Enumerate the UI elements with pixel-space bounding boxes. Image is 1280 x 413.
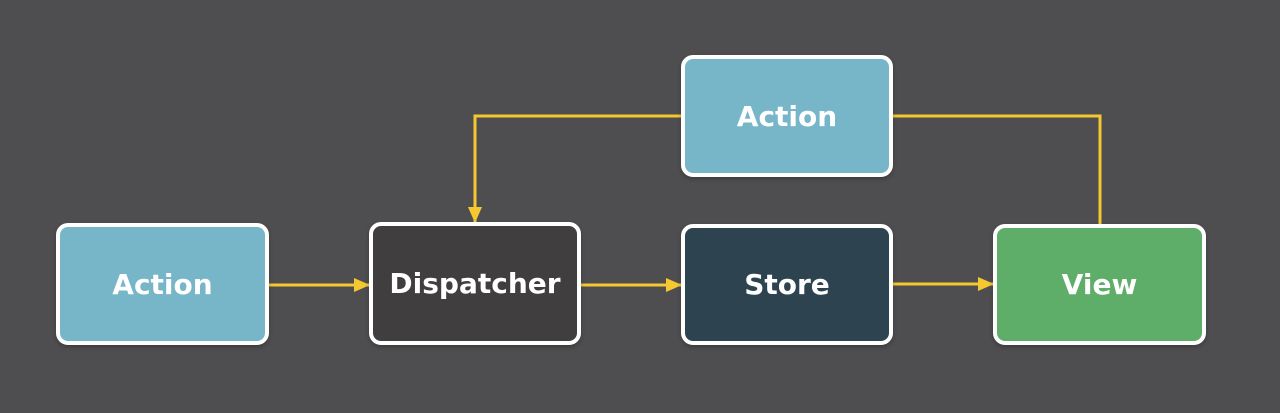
edge-action-to-dispatcher-loop [468, 114, 681, 223]
action-node-label: Action [112, 267, 213, 301]
action-node: Action [56, 223, 269, 345]
view-node-label: View [1061, 268, 1138, 301]
dispatcher-node-label: Dispatcher [389, 267, 561, 300]
store-node-label: Store [744, 268, 830, 301]
store-node: Store [681, 224, 893, 345]
view-node: View [993, 224, 1206, 345]
dispatcher-node: Dispatcher [369, 222, 581, 345]
action-node-top: Action [681, 55, 893, 177]
edge-view-to-action [893, 114, 1102, 224]
action-node-top-label: Action [736, 99, 838, 133]
